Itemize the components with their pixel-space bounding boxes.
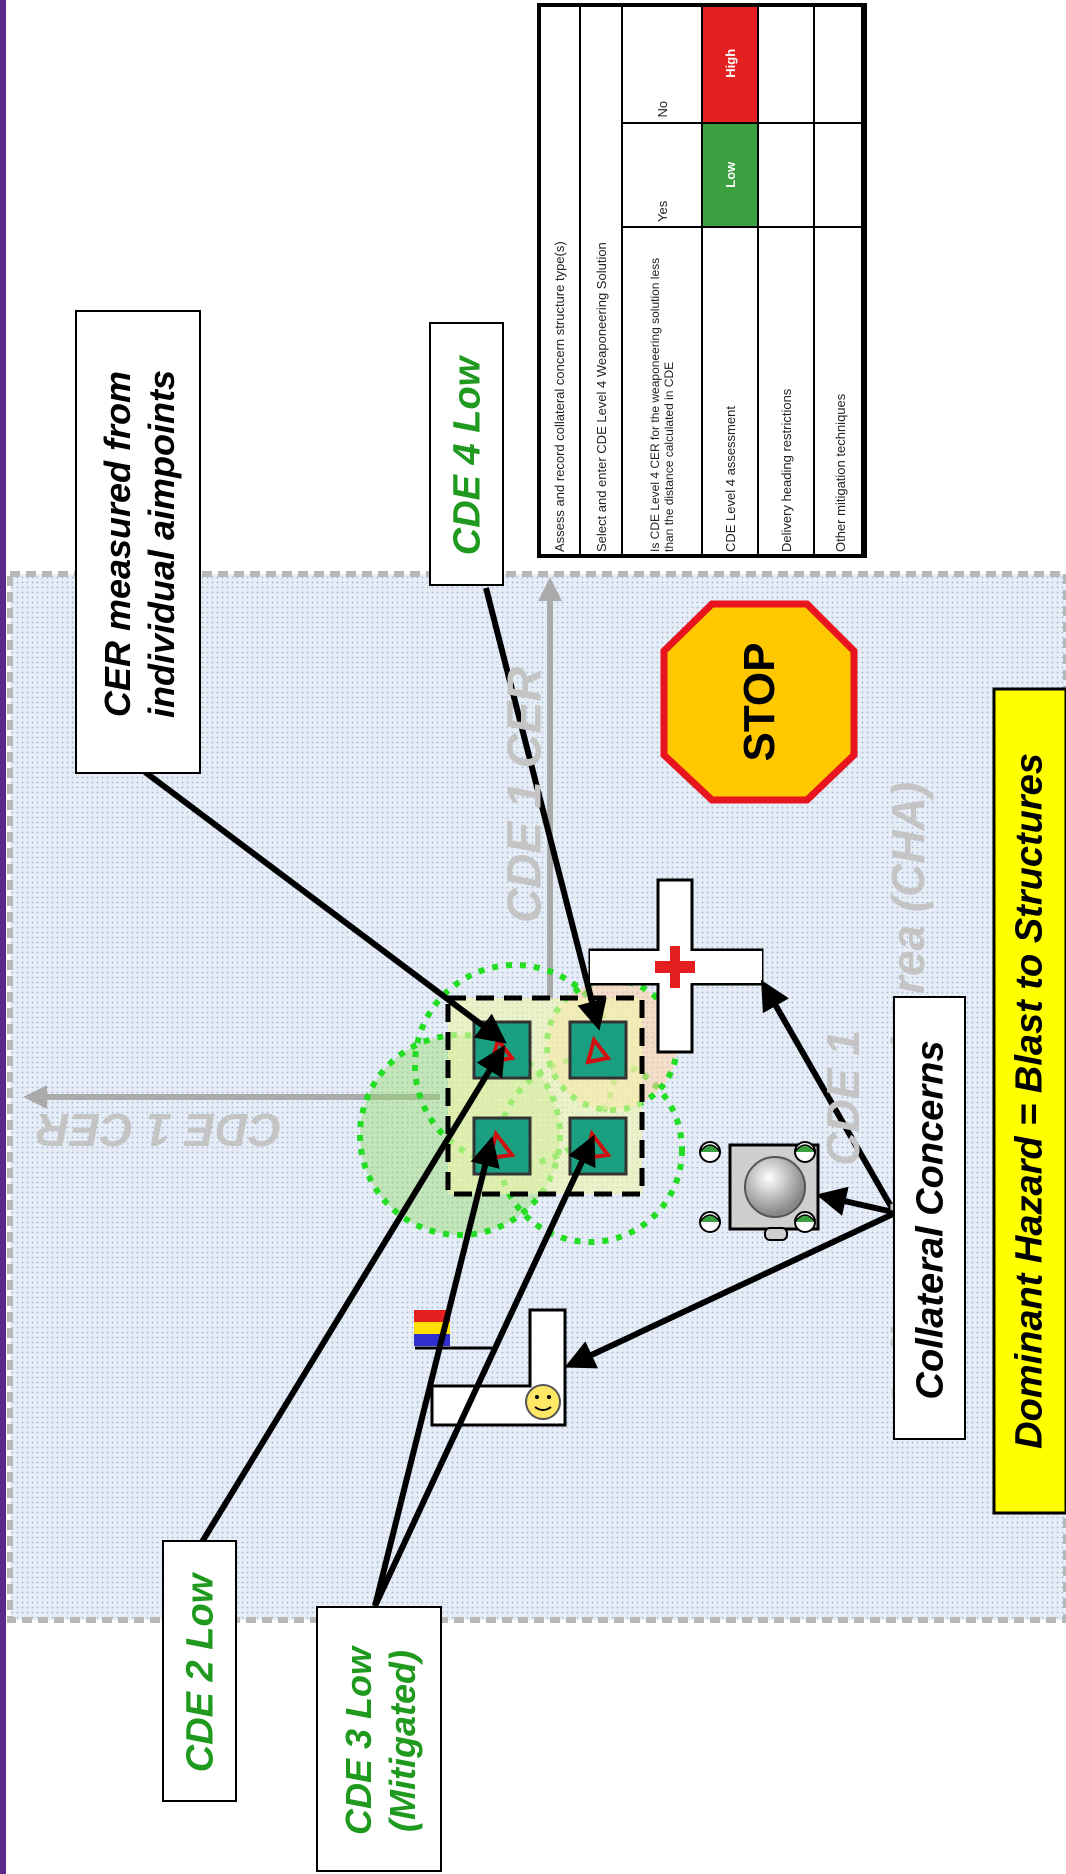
table-row: Select and enter CDE Level 4 Weaponeerin… — [580, 4, 622, 557]
left-edge-bar — [0, 0, 6, 1874]
cde1-area-label-line1: CDE 1 — [817, 1030, 869, 1166]
stop-sign-text: STOP — [735, 642, 784, 762]
table-cell: Other mitigation techniques — [814, 226, 866, 557]
hospital-icon — [588, 878, 764, 1054]
stop-sign — [660, 600, 858, 804]
cer-measured-line1: CER measured from — [97, 370, 138, 718]
callout-cde4: CDE 4 Low — [429, 322, 504, 586]
table-cell-no: No — [622, 4, 702, 123]
school-icon — [414, 1308, 567, 1427]
arrow-cde2 — [199, 1044, 506, 1544]
table-cell: Assess and record collateral concern str… — [538, 4, 580, 557]
callout-cer-measured: CER measured from individual aimpoints — [75, 310, 201, 774]
cde-checklist-table: Assess and record collateral concern str… — [537, 3, 867, 558]
table-cell: Delivery heading restrictions — [758, 226, 814, 557]
table-cell-yes: Yes — [622, 122, 702, 227]
cde3-line2: (Mitigated) — [382, 1650, 423, 1832]
table-row: Assess and record collateral concern str… — [538, 4, 580, 557]
callout-cde3: CDE 3 Low (Mitigated) — [316, 1606, 442, 1872]
cde1-cer-label-horizontal: CDE 1 CER — [36, 1104, 282, 1156]
table-row: Is CDE Level 4 CER for the weaponeering … — [622, 4, 702, 557]
table-cell: CDE Level 4 assessment — [702, 226, 758, 557]
aimpoint-top-right — [568, 1020, 628, 1080]
table-row: Other mitigation techniques — [814, 4, 866, 557]
table-cell-empty — [814, 122, 866, 227]
table-cell-empty — [758, 122, 814, 227]
table-cell-empty — [758, 4, 814, 123]
checklist-table-body: Assess and record collateral concern str… — [537, 3, 867, 558]
table-cell-empty — [814, 4, 866, 123]
table-cell-high: High — [702, 4, 758, 123]
table-cell-low: Low — [702, 122, 758, 227]
cde3-line1: CDE 3 Low — [338, 1646, 379, 1836]
arrow-to-school — [564, 1211, 895, 1369]
cer-circle-2 — [495, 1055, 685, 1245]
arrow-cer-measured — [143, 769, 507, 1044]
table-cell: Select and enter CDE Level 4 Weaponeerin… — [580, 4, 622, 557]
table-cell: Is CDE Level 4 CER for the weaponeering … — [622, 226, 702, 557]
callout-collateral-concerns: Collateral Concerns — [893, 996, 966, 1440]
arrow-to-mosque — [816, 1186, 894, 1216]
dominant-hazard-text: Dominant Hazard = Blast to Structures — [1008, 753, 1051, 1449]
arrow-to-hospital — [761, 979, 896, 1212]
table-row: CDE Level 4 assessment Low High — [702, 4, 758, 557]
cde2-label: CDE 2 Low — [179, 1573, 222, 1773]
mosque-icon — [699, 1141, 820, 1241]
cde4-label: CDE 4 Low — [446, 356, 489, 556]
cer-measured-line2: individual aimpoints — [141, 369, 182, 719]
arrow-cde4 — [483, 587, 607, 1031]
arrow-cde3-b — [372, 1134, 596, 1608]
table-row: Delivery heading restrictions — [758, 4, 814, 557]
callout-cde2: CDE 2 Low — [162, 1540, 237, 1802]
arrow-cde3-a — [372, 1136, 500, 1607]
cde1-cer-label-vertical: CDE 1 CER — [498, 666, 552, 924]
collateral-concerns-label: Collateral Concerns — [909, 1040, 952, 1400]
dominant-hazard-banner — [992, 687, 1066, 1515]
